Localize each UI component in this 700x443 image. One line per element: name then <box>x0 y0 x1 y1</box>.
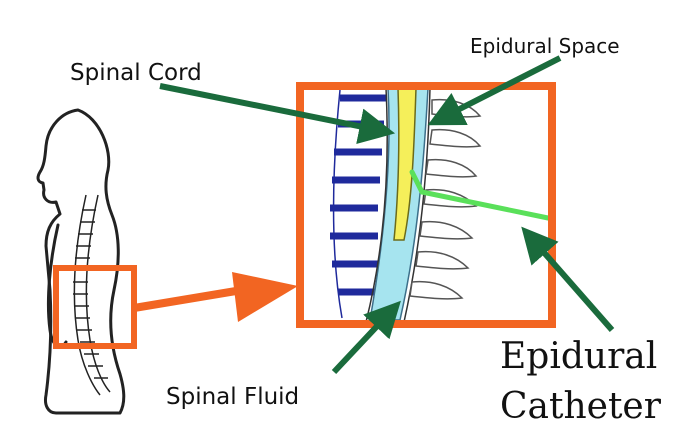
zoom-arrow <box>133 272 298 322</box>
epidural-space-label: Epidural Space <box>470 34 620 58</box>
human-silhouette-icon <box>36 108 126 415</box>
pointer-arrows <box>159 55 615 375</box>
figure-spine <box>73 194 111 396</box>
epidural-catheter-label-line2: Catheter <box>500 386 662 427</box>
spinal-fluid-pointer <box>331 300 401 375</box>
spinal-cord-pointer <box>159 83 396 144</box>
epidural-catheter-label-line1: Epidural <box>500 336 657 377</box>
epidural-catheter <box>409 169 551 221</box>
catheter-pointer <box>521 226 615 332</box>
spinal-cord <box>393 87 417 241</box>
enlarged-highlight-box <box>296 82 556 328</box>
spinal-cord-label: Spinal Cord <box>70 60 202 86</box>
figure-highlight-box <box>53 265 137 349</box>
epidural-space-pointer <box>427 55 562 126</box>
spinal-fluid-label: Spinal Fluid <box>166 384 299 410</box>
